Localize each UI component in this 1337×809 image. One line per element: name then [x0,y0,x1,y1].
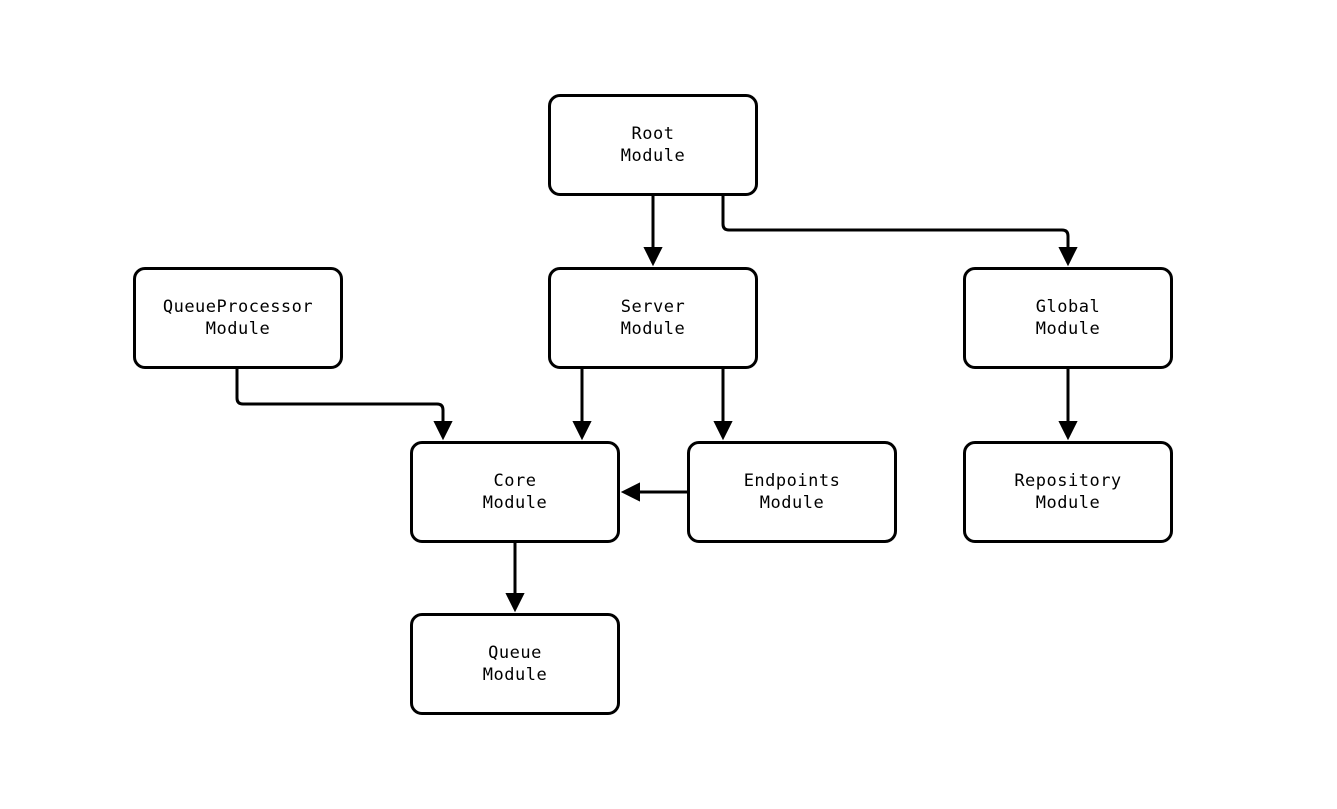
node-label-primary: Root [631,124,675,144]
node-label-secondary: Module [620,146,686,166]
edge-root-global [721,196,1078,267]
edge-queueprocessor-core [235,369,453,441]
node-label-secondary: Module [205,319,271,339]
node-global-module[interactable]: Global Module [963,267,1173,369]
node-label-primary: QueueProcessor [162,297,314,317]
node-queue-module[interactable]: Queue Module [410,613,620,715]
node-label-primary: Endpoints [743,471,841,491]
node-label-primary: Core [493,471,537,491]
node-server-module[interactable]: Server Module [548,267,758,369]
node-queueprocessor-module[interactable]: QueueProcessor Module [133,267,343,369]
node-label-secondary: Module [620,319,686,339]
node-label-primary: Repository [1014,471,1122,491]
node-root-module[interactable]: Root Module [548,94,758,196]
node-label-secondary: Module [482,665,548,685]
node-label-primary: Queue [488,643,542,663]
node-endpoints-module[interactable]: Endpoints Module [687,441,897,543]
node-label-secondary: Module [1035,493,1101,513]
node-label-primary: Global [1035,297,1101,317]
node-label-primary: Server [620,297,686,317]
node-label-secondary: Module [759,493,825,513]
node-repository-module[interactable]: Repository Module [963,441,1173,543]
node-core-module[interactable]: Core Module [410,441,620,543]
node-label-secondary: Module [1035,319,1101,339]
node-label-secondary: Module [482,493,548,513]
